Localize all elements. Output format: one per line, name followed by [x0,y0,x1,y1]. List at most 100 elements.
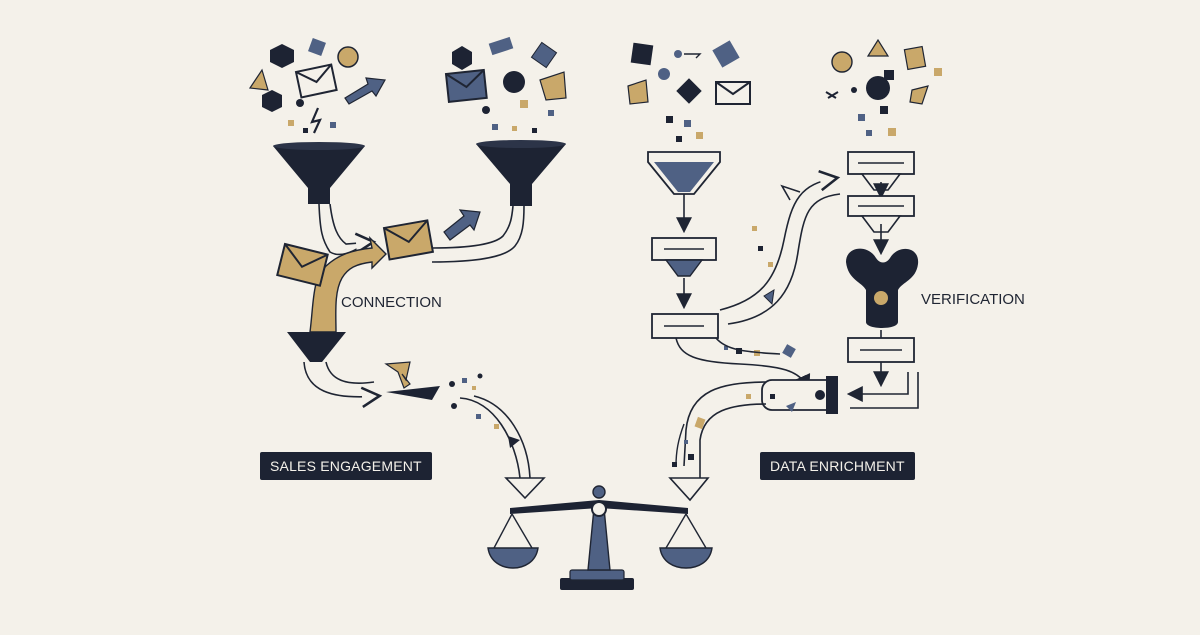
square-icon [530,41,558,69]
lightning-icon [310,107,322,134]
flow-arrow [683,381,767,467]
verification-label: VERIFICATION [921,291,1025,308]
flow-arrow [675,337,811,391]
flow-arrow [318,203,363,256]
square-icon [488,36,514,56]
triangle-icon [866,38,890,57]
square-icon [858,114,865,121]
flow-arrow [473,395,531,479]
envelope-icon [276,242,329,287]
shape-cluster-3 [627,40,751,142]
circle-icon [674,50,682,58]
square-icon [676,78,702,104]
circle-icon [337,46,359,68]
circle-icon [831,51,853,73]
arrow-icon [386,386,440,400]
flow-arrow [715,337,781,355]
filter-box-icon [847,337,915,363]
envelope-icon [715,81,751,105]
data-enrichment-label: DATA ENRICHMENT [760,452,915,480]
funnel-sales-2 [476,140,566,206]
envelope-icon [382,219,435,261]
arrow-icon [684,53,702,59]
square-icon [866,130,872,136]
funnel-icon [476,144,566,206]
square-icon [308,38,326,56]
flow-arrow [431,205,525,263]
lightning-icon [825,91,839,99]
triangle-icon [539,71,567,101]
flow-arrow [850,372,919,409]
square-icon [548,110,554,116]
square-icon [303,128,308,133]
connection-label: CONNECTION [341,294,442,311]
square-icon [288,120,294,126]
square-icon [684,120,691,127]
arrow-icon [344,77,386,105]
square-icon [888,128,896,136]
flow-arrow [329,203,377,254]
flow-arrow [780,184,801,201]
filter-stack-1 [647,151,721,339]
scatter-dots [672,394,751,467]
flow-arrow [699,403,767,478]
square-icon [512,126,517,131]
arrow-icon [384,361,411,389]
square-icon [532,128,537,133]
filter-box-icon [651,237,717,277]
square-icon [712,40,740,68]
envelope-icon [294,63,338,99]
funnel-icon [287,332,346,362]
filter-stack-2 [846,151,919,388]
valve-icon [846,248,919,328]
square-icon [330,122,336,128]
flow-arrowhead [668,477,710,502]
triangle-icon [627,79,649,105]
square-icon [630,42,654,66]
circle-icon [503,71,525,93]
flow-arrow [846,372,909,402]
scatter-dots [449,373,520,448]
shape-cluster-4 [825,38,942,136]
hexagon-icon [270,44,294,68]
flow-arrowhead [504,477,546,500]
circle-icon [482,106,490,114]
square-icon [880,106,888,114]
shape-cluster-2 [444,36,567,133]
square-icon [676,136,682,142]
triangle-icon [909,85,929,105]
envelope-icon [444,68,488,103]
flow-arrow [719,169,841,311]
funnel-sales-3 [287,332,346,362]
funnel-icon [273,146,365,204]
square-icon [520,100,528,108]
circle-icon [296,99,304,107]
filter-box-icon [651,313,719,339]
hexagon-icon [452,46,472,70]
balance-scale-icon [487,485,713,590]
flow-arrow [459,397,521,479]
flow-arrow [675,423,685,467]
hexagon-icon [262,90,282,112]
circle-icon [658,68,670,80]
flow-arrow [431,205,514,249]
triangle-icon [248,68,269,91]
square-icon [492,124,498,130]
flow-arrow [727,193,841,325]
shape-cluster-1 [248,38,386,134]
square-icon [934,68,942,76]
square-icon [696,132,703,139]
circle-icon [851,87,857,93]
pipe-connector [761,376,838,414]
circle-icon [866,76,890,100]
sales-engagement-label: SALES ENGAGEMENT [260,452,432,480]
funnel-sales-1 [273,142,365,204]
flow-arrow [303,361,383,408]
flow-arrow [325,361,375,384]
arrow-icon [443,209,481,241]
square-icon [666,116,673,123]
square-icon [903,45,927,71]
triangle-icon [763,289,775,306]
